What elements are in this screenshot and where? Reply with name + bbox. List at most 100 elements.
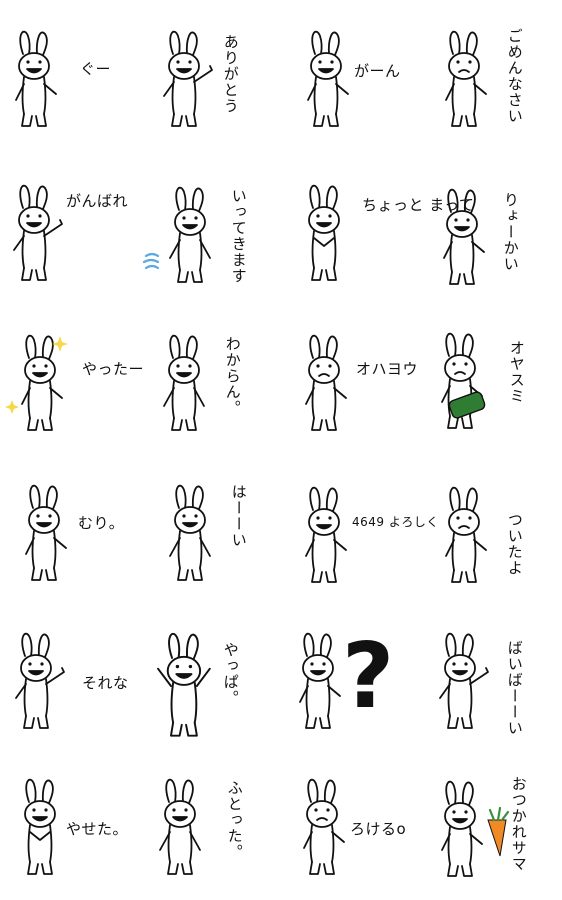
bunny-illustration <box>445 30 487 127</box>
bunny-figure <box>439 632 489 729</box>
bunny-figure <box>443 188 485 285</box>
bunny-illustration <box>307 30 349 127</box>
bunny-illustration <box>439 632 489 729</box>
dash-lines-icon <box>142 252 160 270</box>
sticker-15[interactable]: 4649 よろしく <box>280 444 438 592</box>
bunny-figure <box>13 184 63 281</box>
sticker-22[interactable]: ふとった。 <box>140 740 280 888</box>
sticker-5[interactable]: がんばれ <box>0 148 140 296</box>
bunny-figure <box>157 632 211 737</box>
sparkle-icon <box>5 336 68 414</box>
sticker-20[interactable]: ばいばーーい <box>420 592 560 740</box>
bunny-figure <box>169 186 211 283</box>
bunny-figure <box>308 184 340 281</box>
bunny-figure <box>15 632 65 729</box>
sticker-label: ふとった。 <box>225 780 244 860</box>
bunny-figure <box>303 778 345 875</box>
pillow-icon <box>448 391 486 419</box>
sticker-label: やせた。 <box>66 820 129 838</box>
bunny-illustration <box>441 780 510 877</box>
sticker-label: わからん。 <box>223 336 242 416</box>
bunny-illustration <box>305 334 347 431</box>
sticker-19[interactable]: ? <box>280 592 420 740</box>
carrot-icon <box>487 806 510 857</box>
bunny-illustration <box>169 484 211 581</box>
sticker-label: やったー <box>82 360 145 378</box>
sticker-label: ろけるo <box>350 820 407 838</box>
sticker-9[interactable]: やったー <box>0 296 144 444</box>
bunny-illustration <box>303 778 345 875</box>
sticker-label: オヤスミ <box>507 340 526 404</box>
bunny-figure <box>445 30 487 127</box>
sticker-11[interactable]: オハヨウ <box>280 296 420 444</box>
bunny-figure <box>441 780 483 877</box>
sticker-1[interactable]: ぐー <box>0 0 140 148</box>
bunny-figure <box>21 334 63 431</box>
bunny-illustration <box>441 332 486 429</box>
sticker-label: ? <box>342 624 395 729</box>
bunny-illustration <box>157 632 211 737</box>
bunny-figure <box>441 332 483 429</box>
bunny-illustration <box>299 632 341 729</box>
sticker-6[interactable]: いってきます <box>140 148 280 296</box>
bunny-figure <box>307 30 349 127</box>
bunny-illustration <box>308 184 340 281</box>
bunny-figure <box>305 334 347 431</box>
sticker-14[interactable]: はーーい <box>140 444 280 592</box>
sticker-4[interactable]: ごめんなさい <box>420 0 560 148</box>
sticker-label: それな <box>82 674 129 692</box>
bunny-figure <box>169 484 211 581</box>
bunny-figure <box>163 30 213 127</box>
sticker-label: ついたよ <box>505 512 524 576</box>
sticker-label: がんばれ <box>66 192 129 210</box>
bunny-figure <box>305 486 347 583</box>
sticker-21[interactable]: やせた。 <box>0 740 140 888</box>
bunny-figure <box>25 484 67 581</box>
sticker-10[interactable]: わからん。 <box>140 296 280 444</box>
sticker-label: はーーい <box>229 484 248 548</box>
bunny-illustration <box>15 30 57 127</box>
sticker-label: ぐー <box>80 60 112 78</box>
sticker-2[interactable]: ありがとう <box>140 0 280 148</box>
sticker-12[interactable]: オヤスミ <box>420 296 560 444</box>
bunny-figure <box>159 778 201 875</box>
sticker-8[interactable]: りょーかい <box>420 148 560 296</box>
bunny-illustration <box>5 334 68 431</box>
bunny-figure <box>15 30 57 127</box>
sticker-13[interactable]: むり。 <box>0 444 140 592</box>
bunny-figure <box>24 778 56 875</box>
sticker-label: がーん <box>354 62 401 80</box>
sticker-label: 4649 よろしく <box>352 515 439 529</box>
sticker-label: ちょっと まって <box>362 196 475 214</box>
bunny-figure <box>445 486 487 583</box>
sticker-17[interactable]: それな <box>0 592 140 740</box>
sticker-7[interactable]: ちょっと まって <box>280 148 474 296</box>
sticker-24[interactable]: おつかれサマ <box>420 740 560 888</box>
sticker-label: ばいばーーい <box>505 640 524 736</box>
bunny-illustration <box>13 184 63 281</box>
sticker-label: いってきます <box>229 188 248 284</box>
sticker-label: ごめんなさい <box>505 28 524 124</box>
sticker-3[interactable]: がーん <box>280 0 420 148</box>
bunny-illustration <box>163 30 213 127</box>
bunny-figure <box>299 632 341 729</box>
sticker-label: りょーかい <box>501 192 520 272</box>
bunny-figure <box>163 334 205 431</box>
bunny-illustration <box>142 186 211 283</box>
sticker-label: やっぱ。 <box>221 642 240 706</box>
sticker-label: ありがとう <box>221 34 240 114</box>
sticker-18[interactable]: やっぱ。 <box>140 592 280 740</box>
bunny-illustration <box>445 486 487 583</box>
bunny-illustration <box>443 188 485 285</box>
bunny-illustration <box>305 486 347 583</box>
bunny-illustration <box>163 334 205 431</box>
sticker-label: おつかれサマ <box>509 776 528 872</box>
sticker-23[interactable]: ろけるo <box>280 740 420 888</box>
bunny-illustration <box>25 484 67 581</box>
bunny-illustration <box>15 632 65 729</box>
bunny-illustration <box>24 778 56 875</box>
bunny-illustration <box>159 778 201 875</box>
sticker-16[interactable]: ついたよ <box>420 444 560 592</box>
sticker-label: オハヨウ <box>356 360 419 378</box>
